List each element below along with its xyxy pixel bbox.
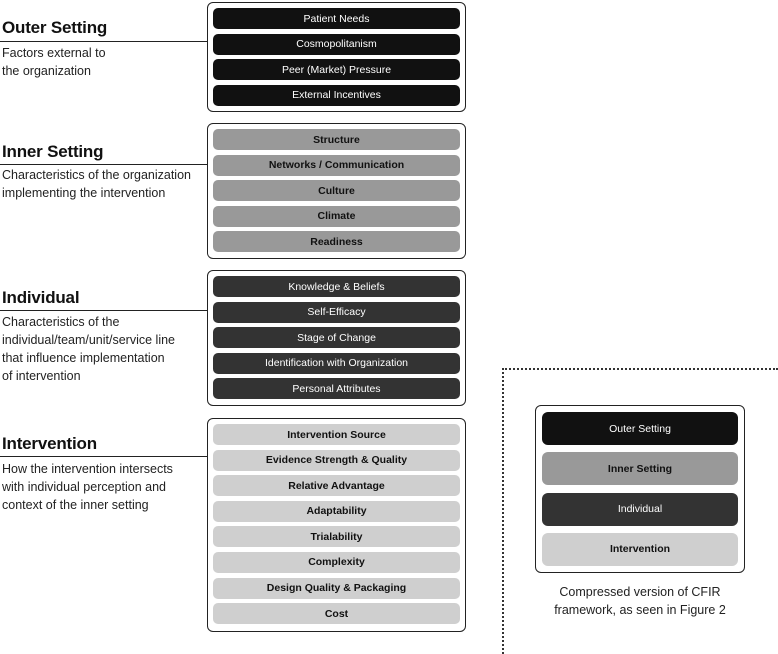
- individual-desc-line: individual/team/unit/service line: [2, 333, 176, 347]
- inner-setting-panel: Structure Networks / Communication Cultu…: [207, 123, 466, 259]
- intervention-item-trialability: Trialability: [213, 526, 460, 548]
- outer-desc-line: Factors external to: [2, 46, 106, 60]
- inner-item-climate: Climate: [213, 205, 460, 227]
- outer-item-external-incentives: External Incentives: [213, 84, 460, 106]
- outer-setting-rule: [0, 41, 207, 42]
- outer-desc-line: the organization: [2, 64, 91, 78]
- intervention-heading: Intervention: [2, 434, 97, 453]
- inner-item-readiness: Readiness: [213, 231, 460, 253]
- individual-panel: Knowledge & Beliefs Self-Efficacy Stage …: [207, 270, 466, 406]
- outer-setting-description: Factors external to the organization: [2, 44, 106, 80]
- individual-description: Characteristics of the individual/team/u…: [2, 313, 175, 385]
- intervention-item-relative-advantage: Relative Advantage: [213, 475, 460, 497]
- intervention-item-source: Intervention Source: [213, 424, 460, 445]
- outer-item-cosmopolitanism: Cosmopolitanism: [213, 33, 460, 55]
- intervention-item-adaptability: Adaptability: [213, 500, 460, 522]
- outer-setting-heading: Outer Setting: [2, 18, 108, 37]
- compressed-inner-setting: Inner Setting: [542, 452, 738, 486]
- inner-item-structure: Structure: [213, 129, 460, 150]
- outer-item-peer-pressure: Peer (Market) Pressure: [213, 59, 460, 81]
- compressed-individual: Individual: [542, 492, 738, 526]
- individual-item-knowledge: Knowledge & Beliefs: [213, 276, 460, 297]
- intervention-desc-line: with individual perception and: [2, 480, 166, 494]
- individual-desc-line: of intervention: [2, 369, 81, 383]
- individual-desc-line: that influence implementation: [2, 351, 165, 365]
- individual-heading: Individual: [2, 288, 80, 307]
- intervention-description: How the intervention intersects with ind…: [2, 460, 173, 514]
- inner-desc-line: implementing the intervention: [2, 186, 166, 200]
- dotted-divider-horizontal: [502, 368, 778, 370]
- compressed-outer-setting: Outer Setting: [542, 412, 738, 445]
- intervention-item-design-quality: Design Quality & Packaging: [213, 577, 460, 599]
- caption-line: framework, as seen in Figure 2: [554, 603, 726, 617]
- outer-item-patient-needs: Patient Needs: [213, 8, 460, 29]
- intervention-item-cost: Cost: [213, 603, 460, 625]
- inner-item-culture: Culture: [213, 180, 460, 202]
- intervention-desc-line: How the intervention intersects: [2, 462, 173, 476]
- individual-item-identification: Identification with Organization: [213, 352, 460, 374]
- inner-desc-line: Characteristics of the organization: [2, 168, 191, 182]
- intervention-item-evidence: Evidence Strength & Quality: [213, 449, 460, 471]
- intervention-desc-line: context of the inner setting: [2, 498, 149, 512]
- inner-item-networks: Networks / Communication: [213, 154, 460, 176]
- dotted-divider-vertical: [502, 368, 504, 654]
- individual-item-personal-attributes: Personal Attributes: [213, 378, 460, 400]
- outer-setting-panel: Patient Needs Cosmopolitanism Peer (Mark…: [207, 2, 466, 112]
- compressed-caption: Compressed version of CFIR framework, as…: [520, 583, 760, 619]
- intervention-panel: Intervention Source Evidence Strength & …: [207, 418, 466, 632]
- intervention-item-complexity: Complexity: [213, 551, 460, 573]
- individual-item-stage-of-change: Stage of Change: [213, 327, 460, 349]
- caption-line: Compressed version of CFIR: [559, 585, 721, 599]
- inner-setting-description: Characteristics of the organization impl…: [2, 166, 191, 202]
- inner-setting-heading: Inner Setting: [2, 142, 104, 161]
- intervention-rule: [0, 456, 207, 457]
- inner-setting-rule: [0, 164, 207, 165]
- individual-rule: [0, 310, 207, 311]
- individual-item-self-efficacy: Self-Efficacy: [213, 301, 460, 323]
- individual-desc-line: Characteristics of the: [2, 315, 120, 329]
- compressed-intervention: Intervention: [542, 532, 738, 566]
- compressed-cfir-panel: Outer Setting Inner Setting Individual I…: [535, 405, 745, 573]
